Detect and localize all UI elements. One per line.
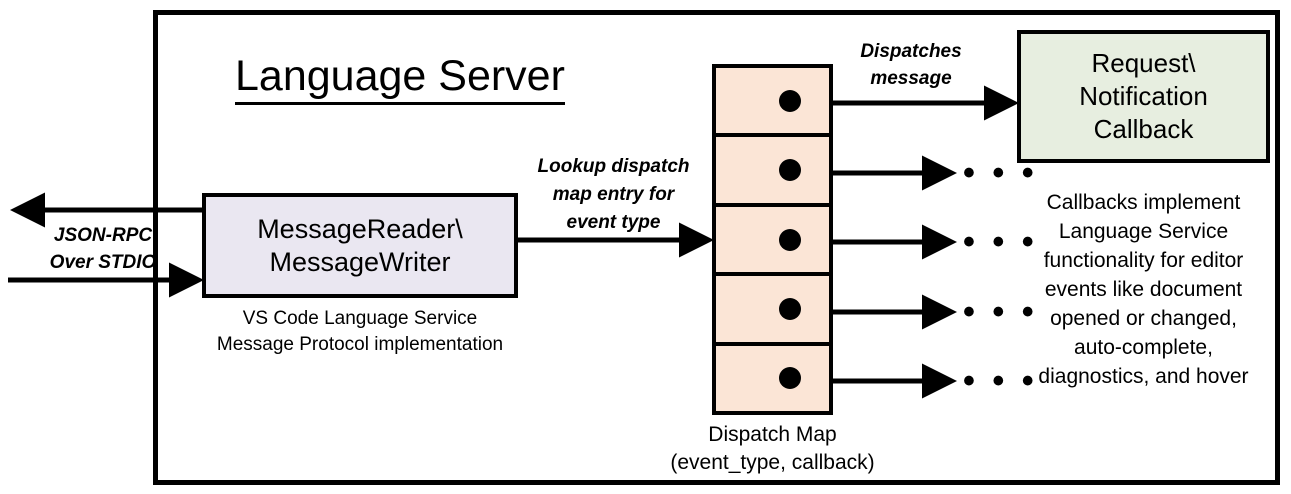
- callback-pointer-dot: [779, 228, 801, 251]
- request-notification-callback-box[interactable]: Request\ Notification Callback: [1017, 30, 1270, 163]
- lookup-dispatch-label-line-3: event type: [566, 212, 661, 233]
- callback-box-line-2: Notification: [1079, 81, 1208, 111]
- callback-pointer-dot: [779, 159, 801, 182]
- dispatches-message-label-line-1: Dispatches: [860, 41, 962, 62]
- lookup-dispatch-label: Lookup dispatch map entry for event type: [521, 153, 706, 237]
- lookup-dispatch-label-line-2: map entry for: [552, 184, 675, 205]
- dispatch-map-caption: Dispatch Map (event_type, callback): [650, 421, 895, 477]
- jsonrpc-label: JSON-RPC Over STDIO: [28, 222, 178, 276]
- callback-caption-line: Language Service: [1058, 220, 1229, 243]
- callback-box-line-1: Request\: [1091, 48, 1196, 78]
- dispatch-map-caption-line-2: (event_type, callback): [670, 451, 875, 474]
- callback-caption-line: functionality for editor: [1043, 249, 1244, 272]
- message-reader-writer-box[interactable]: MessageReader\ MessageWriter: [202, 193, 518, 298]
- callback-caption-line: events like document: [1044, 278, 1243, 301]
- dispatch-map-caption-line-1: Dispatch Map: [708, 423, 837, 446]
- dispatch-map-row[interactable]: [716, 68, 829, 138]
- callback-caption-line: Callbacks implement: [1046, 191, 1241, 214]
- dispatch-map-row[interactable]: [716, 276, 829, 346]
- dispatch-map-row[interactable]: [716, 346, 829, 411]
- callback-caption-line: auto-complete,: [1074, 336, 1213, 359]
- message-reader-writer-caption-line-2: Message Protocol implementation: [216, 334, 504, 355]
- callback-caption-line: opened or changed,: [1050, 307, 1237, 330]
- jsonrpc-label-line-1: JSON-RPC: [53, 225, 153, 246]
- ellipsis-row-2: • • •: [963, 154, 1038, 192]
- page-title: Language Server: [235, 50, 565, 105]
- language-server-frame: [153, 10, 1280, 485]
- page-title-text: Language Server: [235, 52, 565, 105]
- dispatch-map-table[interactable]: [712, 64, 833, 415]
- dispatches-message-label: Dispatches message: [836, 38, 986, 92]
- message-reader-writer-caption: VS Code Language Service Message Protoco…: [193, 306, 527, 358]
- callback-pointer-dot: [779, 89, 801, 112]
- message-reader-writer-caption-line-1: VS Code Language Service: [242, 308, 478, 329]
- dispatch-map-row[interactable]: [716, 207, 829, 277]
- callback-box-line-3: Callback: [1093, 114, 1194, 144]
- callback-pointer-dot: [779, 297, 801, 320]
- callback-caption-line: diagnostics, and hover: [1038, 365, 1249, 388]
- dispatch-map-row[interactable]: [716, 137, 829, 207]
- dispatches-message-label-line-2: message: [870, 68, 952, 89]
- callback-pointer-dot: [779, 367, 801, 390]
- message-reader-writer-line-2: MessageWriter: [269, 246, 451, 277]
- jsonrpc-label-line-2: Over STDIO: [49, 252, 157, 273]
- callback-caption: Callbacks implement Language Service fun…: [1010, 188, 1277, 391]
- lookup-dispatch-label-line-1: Lookup dispatch: [537, 156, 690, 177]
- message-reader-writer-line-1: MessageReader\: [257, 213, 463, 244]
